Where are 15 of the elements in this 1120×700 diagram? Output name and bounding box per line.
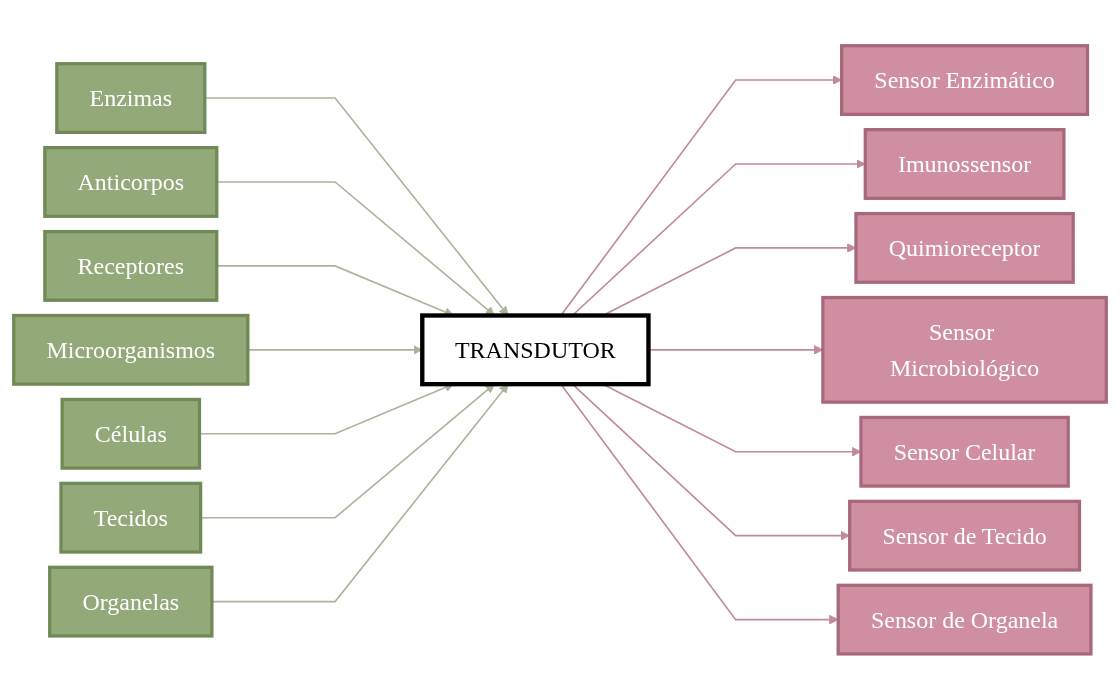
node-box: Imunossensor <box>863 128 1066 201</box>
node-box: Microorganismos <box>12 314 250 386</box>
node-box: Sensor Microbiológico <box>821 296 1108 404</box>
node-box: Sensor Celular <box>859 415 1070 488</box>
node-box: Enzimas <box>55 62 207 135</box>
node-box: Células <box>60 397 202 470</box>
node-box: Anticorpos <box>43 146 219 219</box>
node-box: Quimioreceptor <box>854 212 1075 285</box>
node-box: TRANSDUTOR <box>420 313 651 387</box>
node-box: Sensor de Organela <box>836 583 1093 656</box>
node-box: Organelas <box>48 565 214 638</box>
node-box: Receptores <box>43 230 219 303</box>
node-box: Sensor Enzimático <box>840 44 1090 117</box>
node-box: Tecidos <box>59 481 203 554</box>
node-box: Sensor de Tecido <box>848 499 1082 572</box>
